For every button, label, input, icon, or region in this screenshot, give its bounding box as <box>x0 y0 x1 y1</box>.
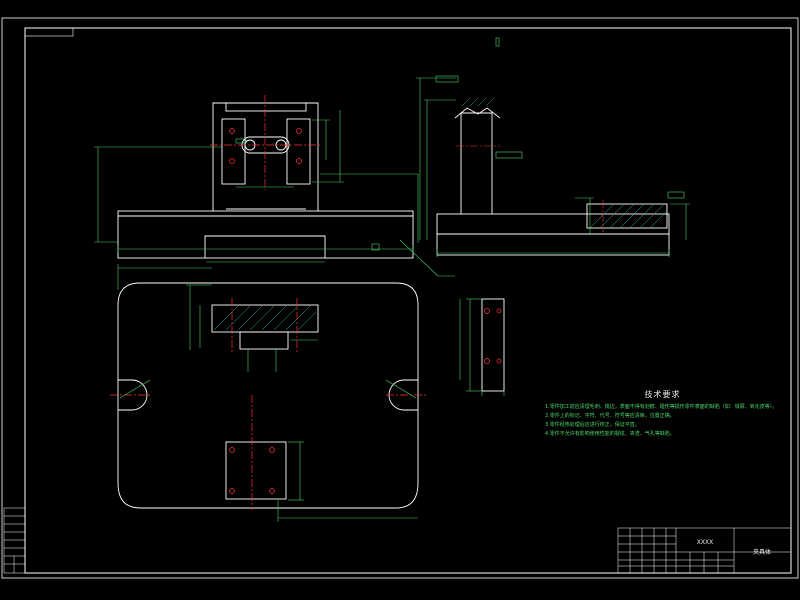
note-line: 2.零件上的标记、字符、代号、符号等应清晰，位置正确。 <box>545 413 675 419</box>
drawing-number: XXXX <box>697 539 713 546</box>
plan-view-dimensions <box>117 264 505 522</box>
note-line: 3.零件经热处理后应进行校正，保证平直。 <box>545 422 640 428</box>
technical-requirements: 技术要求 1.零件加工前应清理毛刺、锐边，表面不得有划痕、碰伤等损伤零件表面的缺… <box>545 390 780 439</box>
front-view <box>117 102 414 259</box>
side-view-hatch <box>461 97 668 229</box>
side-view <box>436 107 670 256</box>
side-view-center <box>456 145 604 232</box>
plan-view <box>117 282 505 509</box>
plan-view-holes <box>110 298 502 510</box>
sheet-border <box>1 17 799 579</box>
part-name: 夹具体 <box>753 548 771 556</box>
front-view-holes <box>210 95 320 190</box>
notes-title: 技术要求 <box>644 390 681 399</box>
front-view-dimensions <box>94 110 455 277</box>
title-block <box>617 527 792 574</box>
side-view-dimensions <box>416 37 690 257</box>
note-line: 1.零件加工前应清理毛刺、锐边，表面不得有划痕、碰伤等损伤零件表面的缺陷（如：铁… <box>545 404 778 410</box>
note-line: 4.零件不允许有影响使用性能的裂纹、夹渣、气孔等缺陷。 <box>545 431 675 437</box>
revision-table <box>3 507 26 574</box>
plan-view-hatch <box>213 305 317 331</box>
